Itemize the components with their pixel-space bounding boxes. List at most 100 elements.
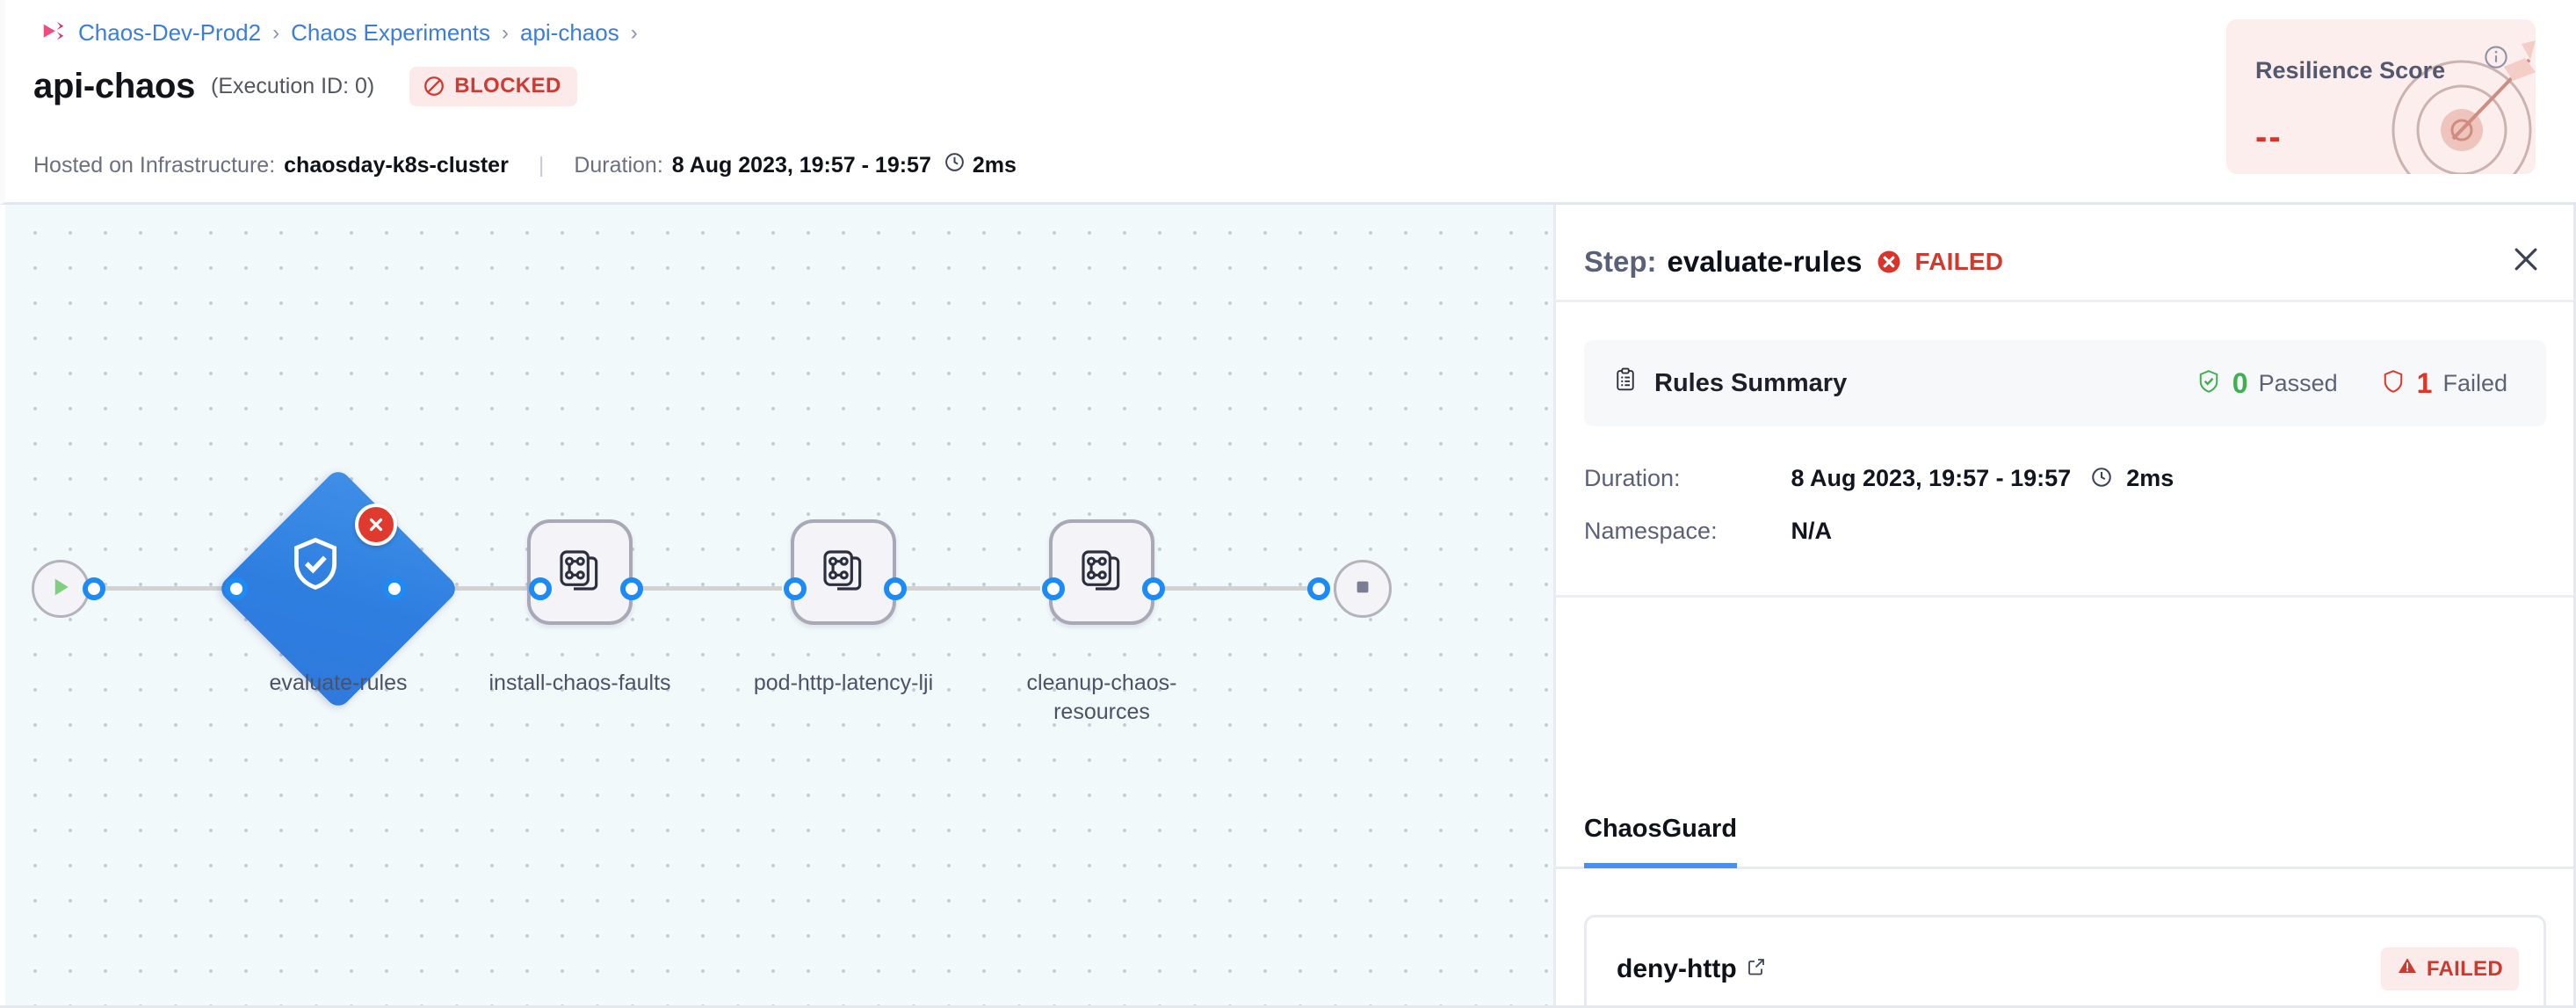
pipeline-graph-canvas[interactable]: evaluate-rules install-chaos-faults — [5, 205, 1553, 1005]
rules-passed-count: 0 — [2232, 366, 2248, 399]
meta-divider: | — [538, 152, 545, 178]
node-port[interactable] — [1142, 577, 1165, 600]
rule-card-header: deny-http FAILED — [1617, 947, 2519, 990]
detail-suffix: 2ms — [2126, 465, 2174, 491]
node-port[interactable] — [383, 577, 406, 600]
tab-chaosguard[interactable]: ChaosGuard — [1584, 815, 1738, 868]
breadcrumb: Chaos-Dev-Prod2 › Chaos Experiments › ap… — [40, 19, 638, 47]
node-port[interactable] — [225, 577, 248, 600]
clipboard-list-icon — [1612, 366, 1639, 400]
graph-edge — [1132, 586, 1313, 591]
title-row: api-chaos (Execution ID: 0) BLOCKED — [33, 67, 577, 106]
shield-check-icon — [2196, 367, 2222, 400]
detail-value: 8 Aug 2023, 19:57 - 19:57 — [1791, 465, 2072, 491]
resilience-score-value: -- — [2255, 118, 2283, 156]
page-title: api-chaos — [33, 67, 196, 105]
node-port[interactable] — [884, 577, 907, 600]
breadcrumb-item-2[interactable]: api-chaos — [519, 19, 619, 46]
execution-id: (Execution ID: 0) — [211, 74, 375, 98]
graph-node-evaluate-rules[interactable] — [216, 467, 460, 711]
graph-node-label: pod-http-latency-lji — [753, 671, 934, 695]
graph-node-label: evaluate-rules — [269, 671, 408, 695]
rules-passed-stat: 0 Passed — [2196, 367, 2338, 400]
chaos-fault-icon — [819, 546, 868, 599]
breadcrumb-separator-1: › — [501, 20, 509, 45]
external-link-icon[interactable] — [1746, 956, 1767, 982]
status-badge: BLOCKED — [409, 67, 577, 106]
rule-name: deny-http — [1617, 954, 1737, 983]
target-arrow-icon — [2391, 40, 2536, 174]
infrastructure-label: Hosted on Infrastructure: — [33, 152, 276, 178]
graph-edge — [381, 586, 536, 591]
blocked-circle-icon — [423, 75, 445, 98]
start-node[interactable] — [32, 560, 90, 618]
stop-square-icon — [1350, 575, 1375, 604]
resilience-score-card: Resilience Score -- — [2226, 19, 2536, 174]
duration-value: 2ms — [972, 152, 1017, 178]
step-name: evaluate-rules — [1667, 244, 1863, 278]
chaos-fault-icon — [1077, 546, 1126, 599]
detail-row-duration: Duration: 8 Aug 2023, 19:57 - 19:57 2ms — [1584, 465, 2174, 495]
graph-node-label: install-chaos-faults — [488, 671, 671, 695]
node-port[interactable] — [529, 577, 552, 600]
play-icon — [47, 574, 74, 605]
end-node[interactable] — [1334, 560, 1392, 618]
graph-node-pod-http-latency-lji[interactable] — [791, 519, 896, 625]
node-port[interactable] — [1307, 577, 1330, 600]
breadcrumb-item-0[interactable]: Chaos-Dev-Prod2 — [78, 19, 262, 46]
detail-key: Duration: — [1584, 465, 1681, 491]
graph-edge — [93, 586, 234, 591]
rules-passed-label: Passed — [2258, 369, 2338, 396]
node-port[interactable] — [83, 577, 105, 600]
rule-status-pill: FAILED — [2380, 947, 2519, 990]
panel-header: Step: evaluate-rules FAILED — [1584, 242, 2543, 281]
rules-summary-stats: 0 Passed 1 Failed — [2196, 367, 2507, 400]
close-icon[interactable] — [2508, 242, 2543, 281]
step-status-icon — [1876, 249, 1902, 275]
step-status-label: FAILED — [1914, 247, 2004, 275]
clock-icon — [944, 151, 966, 179]
rules-summary-card: Rules Summary 0 Passed — [1584, 340, 2546, 426]
status-badge-label: BLOCKED — [454, 74, 561, 98]
node-port[interactable] — [1042, 577, 1065, 600]
graph-node-install-chaos-faults[interactable] — [527, 519, 633, 625]
breadcrumb-separator-2: › — [630, 20, 638, 45]
detail-value: N/A — [1791, 518, 1833, 544]
duration-range: 8 Aug 2023, 19:57 - 19:57 — [671, 152, 931, 178]
step-details-panel: Step: evaluate-rules FAILED — [1553, 205, 2573, 1005]
rules-failed-stat: 1 Failed — [2380, 367, 2507, 400]
rules-summary-title: Rules Summary — [1654, 368, 1848, 397]
breadcrumb-item-1[interactable]: Chaos Experiments — [291, 19, 490, 46]
infrastructure-value: chaosday-k8s-cluster — [284, 152, 509, 178]
step-prefix-label: Step: — [1584, 244, 1657, 278]
error-x-icon — [355, 504, 397, 546]
shield-outline-icon — [2380, 367, 2406, 400]
node-port[interactable] — [784, 577, 807, 600]
rules-failed-count: 1 — [2416, 366, 2433, 399]
shield-check-icon — [284, 533, 347, 600]
rule-status-label: FAILED — [2426, 956, 2503, 981]
page-header: Chaos-Dev-Prod2 › Chaos Experiments › ap… — [0, 0, 2576, 205]
rule-card-deny-http: deny-http FAILED — [1584, 915, 2546, 1005]
meta-row: Hosted on Infrastructure: chaosday-k8s-c… — [33, 151, 1017, 179]
warning-triangle-icon — [2397, 955, 2418, 983]
harness-logo-icon — [40, 20, 67, 47]
graph-node-cleanup-chaos-resources[interactable] — [1049, 519, 1154, 625]
panel-tabs: ChaosGuard — [1556, 809, 2573, 869]
resilience-score-title: Resilience Score — [2255, 57, 2446, 83]
rules-summary-title-row: Rules Summary — [1612, 366, 1847, 400]
graph-edge — [610, 586, 782, 591]
detail-key: Namespace: — [1584, 518, 1718, 544]
graph-node-label: cleanup-chaos-resources — [1026, 671, 1177, 725]
clock-icon — [2090, 468, 2120, 494]
info-circle-icon[interactable] — [2483, 44, 2509, 75]
panel-divider — [1556, 300, 2573, 302]
breadcrumb-separator-0: › — [272, 20, 280, 45]
rules-failed-label: Failed — [2442, 369, 2507, 396]
detail-row-namespace: Namespace: N/A — [1584, 518, 1832, 545]
chaos-fault-icon — [555, 546, 604, 599]
duration-label: Duration: — [574, 152, 663, 178]
node-port[interactable] — [620, 577, 643, 600]
graph-edge — [873, 586, 1040, 591]
